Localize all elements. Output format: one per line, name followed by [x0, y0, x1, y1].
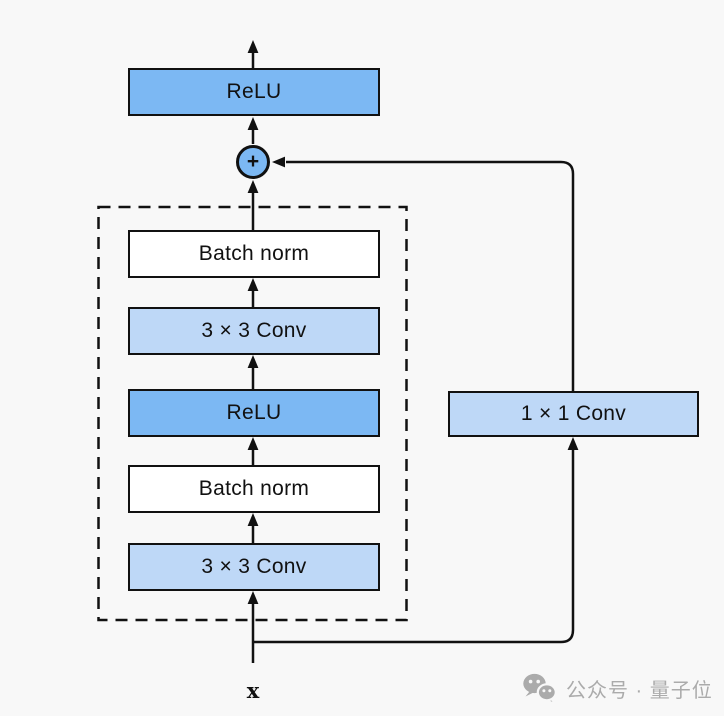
arrowhead-into-add	[247, 180, 259, 193]
add-node: +	[236, 145, 270, 179]
node-relu-output: ReLU	[128, 68, 380, 116]
wechat-icon	[523, 673, 557, 702]
node-conv1x1-skip: 1 × 1 Conv	[448, 391, 699, 437]
skip-connection-upper-path	[286, 160, 575, 391]
watermark: 公众号 · 量子位	[521, 672, 713, 704]
arrowhead-into-conv-bot	[247, 591, 259, 604]
arrowhead-into-batchnorm-bot	[247, 513, 259, 526]
arrowhead-into-conv-top	[247, 355, 259, 368]
watermark-text: 公众号 · 量子位	[566, 679, 713, 702]
arrowhead-into-conv-skip	[567, 437, 579, 450]
arrowhead-output	[247, 40, 259, 53]
skip-connection-lower-path	[253, 449, 575, 644]
node-conv3x3-2: 3 × 3 Conv	[128, 307, 380, 355]
arrowhead-skip-into-add	[272, 156, 285, 168]
arrowhead-into-batchnorm-top	[247, 278, 259, 291]
node-batchnorm-2: Batch norm	[128, 230, 380, 278]
arrowhead-into-relu-top	[247, 117, 259, 130]
node-conv3x3-1: 3 × 3 Conv	[128, 543, 380, 591]
node-relu-inner: ReLU	[128, 389, 380, 437]
arrowhead-into-relu-mid	[247, 437, 259, 450]
input-label-x: x	[246, 678, 260, 703]
node-batchnorm-1: Batch norm	[128, 465, 380, 513]
